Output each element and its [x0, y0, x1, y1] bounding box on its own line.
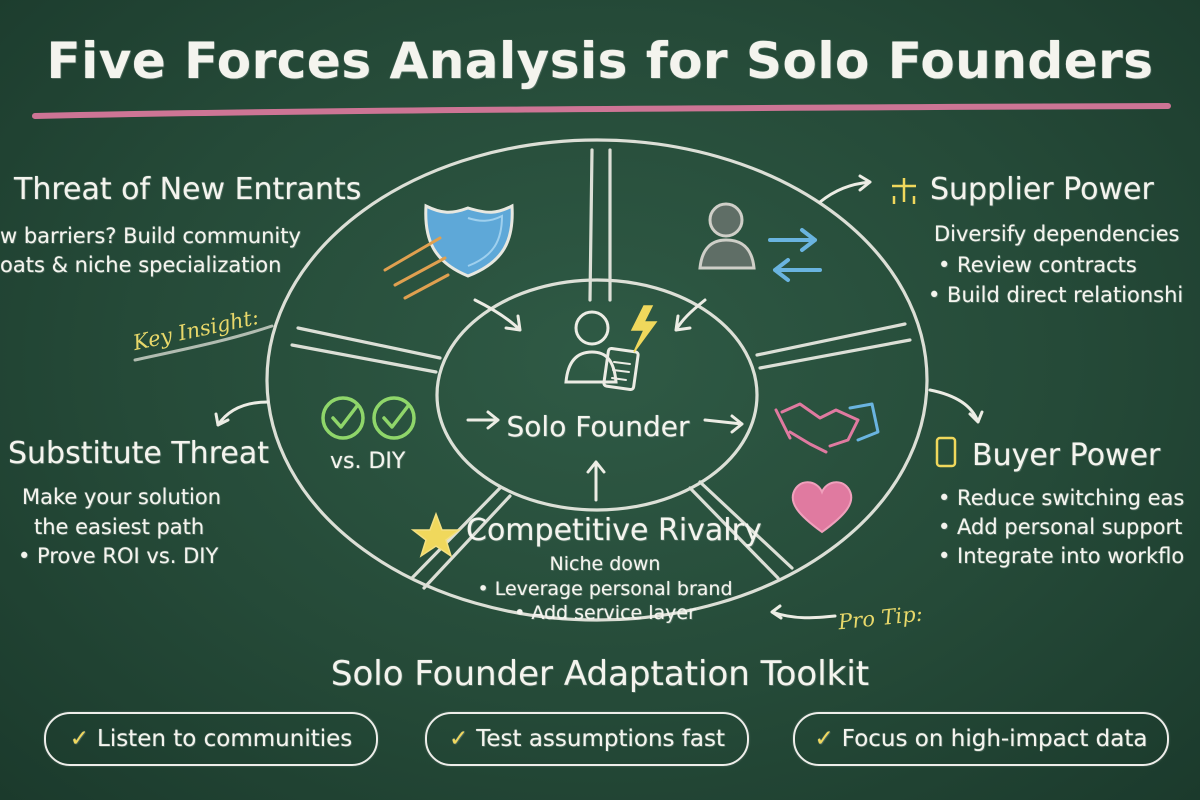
spoke-top-left — [588, 148, 594, 302]
competitive-rivalry-title: Competitive Rivalry — [466, 513, 762, 548]
buyer-line-2: • Add personal support — [938, 515, 1183, 539]
double-check-icon — [321, 396, 416, 440]
buyer-line-1: • Reduce switching eas — [938, 486, 1185, 510]
supplier-cross-icon — [892, 178, 916, 204]
new-entrants-title: Threat of New Entrants — [14, 172, 362, 207]
spoke-left-upper — [296, 326, 442, 360]
checkmark-icon: ✓ — [69, 726, 89, 752]
outer-ring — [265, 138, 929, 622]
toolkit-title: Solo Founder Adaptation Toolkit — [330, 654, 870, 694]
checkmark-icon: ✓ — [814, 726, 834, 752]
buyer-line-3: • Integrate into workflo — [938, 544, 1185, 568]
spoke-bottom-left-2 — [422, 494, 512, 590]
page-title: Five Forces Analysis for Solo Founders — [46, 32, 1154, 90]
arrow-to-supplier — [818, 174, 872, 204]
substitute-line-3: • Prove ROI vs. DIY — [18, 544, 219, 568]
toolkit-item-test: ✓ Test assumptions fast — [425, 712, 749, 766]
handshake-icon — [774, 402, 880, 454]
new-entrants-line-2: oats & niche specialization — [0, 253, 282, 277]
toolkit-item-label: Listen to communities — [97, 726, 353, 752]
center-label: Solo Founder — [506, 410, 690, 443]
arrow-from-substitute — [466, 410, 500, 430]
toolkit-item-listen: ✓ Listen to communities — [44, 712, 378, 766]
buyer-power-title: Buyer Power — [972, 438, 1161, 473]
shield-icon — [383, 203, 514, 300]
substitute-line-2: the easiest path — [34, 515, 205, 539]
heart-icon — [791, 481, 853, 534]
substitute-threat-title: Substitute Threat — [8, 436, 269, 471]
spoke-right-lower — [758, 338, 912, 370]
inner-ring — [435, 278, 759, 512]
arrow-from-buyer — [703, 414, 744, 434]
substitute-line-1: Make your solution — [22, 485, 222, 509]
supplier-line-2: • Review contracts — [938, 253, 1137, 277]
toolkit-item-label: Test assumptions fast — [476, 726, 726, 752]
toolkit-item-label: Focus on high-impact data — [841, 726, 1148, 752]
solo-founder-icon — [564, 310, 640, 392]
supplier-line-1: Diversify dependencies — [934, 222, 1180, 246]
arrow-from-entrants — [473, 298, 522, 332]
rivalry-line-1: Niche down — [549, 553, 661, 575]
spoke-right-upper — [755, 322, 907, 357]
checkmark-icon: ✓ — [448, 726, 469, 752]
substitute-segment-label: vs. DIY — [330, 449, 406, 474]
arrow-from-rivalry — [586, 460, 606, 502]
pro-tip-arrow — [770, 604, 837, 620]
rivalry-line-3: • Add service layer — [514, 602, 696, 624]
spoke-left-lower — [290, 343, 438, 374]
rivalry-line-2: • Leverage personal brand — [477, 578, 733, 600]
spoke-bottom-right-2 — [698, 480, 794, 570]
exchange-arrows-icon — [768, 228, 822, 282]
supplier-person-icon — [698, 202, 756, 270]
new-entrants-line-1: w barriers? Build community — [0, 224, 301, 248]
arrow-to-buyer — [928, 388, 984, 424]
arrow-from-supplier — [674, 298, 707, 332]
arrow-to-substitute — [214, 400, 270, 427]
lightning-icon — [630, 305, 658, 353]
title-underline — [32, 103, 1171, 119]
supplier-line-3: • Build direct relationshi — [928, 283, 1184, 307]
supplier-power-title: Supplier Power — [930, 172, 1154, 207]
spoke-bottom-right — [688, 486, 780, 580]
key-insight-underline — [133, 324, 274, 362]
phone-icon — [935, 436, 957, 468]
toolkit-item-focus: ✓ Focus on high-impact data — [793, 712, 1169, 766]
star-icon — [410, 511, 462, 558]
